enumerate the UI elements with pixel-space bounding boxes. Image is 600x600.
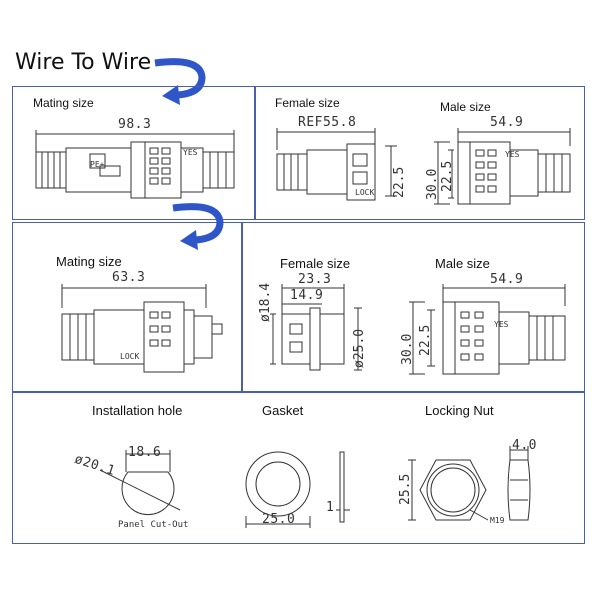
panel-accessories — [12, 392, 585, 544]
nut-thread: M19 — [490, 516, 505, 525]
dim-gasket-dia: 25.0 — [262, 512, 296, 527]
dim-mating-length: 98.3 — [118, 117, 152, 132]
label-mating-size: Mating size — [56, 254, 122, 269]
dim-male-length: 54.9 — [490, 272, 524, 287]
curved-arrow-icon — [154, 58, 206, 105]
dim-female-height: 22.5 — [392, 166, 407, 198]
mark-lock: LOCK — [355, 188, 375, 197]
connector-panel-male-drawing — [409, 284, 566, 375]
mark-polarity: PE+ — [90, 160, 105, 169]
panel-wire-mating — [12, 86, 255, 220]
locking-nut-drawing — [408, 446, 531, 521]
curved-arrow-icon — [172, 203, 224, 250]
dim-mating-length: 63.3 — [112, 270, 146, 285]
label-locking-nut: Locking Nut — [425, 403, 494, 418]
panel-panel-mating — [12, 222, 242, 392]
label-installation-hole: Installation hole — [92, 403, 183, 418]
gasket-drawing — [245, 451, 350, 528]
dim-male-length: 54.9 — [490, 115, 524, 130]
panel-panel-female-male — [242, 222, 585, 392]
label-gasket: Gasket — [262, 403, 304, 418]
dim-female-length-inner: 14.9 — [290, 288, 324, 303]
dim-male-height-outer: 30.0 — [400, 333, 415, 365]
dim-nut-height: 25.5 — [398, 473, 413, 505]
dim-male-height-inner: 22.5 — [418, 324, 433, 356]
dim-female-dia-right: ø25.0 — [352, 328, 367, 368]
connector-panel-female-drawing — [270, 284, 362, 371]
connector-mating-drawing — [35, 130, 235, 199]
mark-tag: YES — [494, 320, 509, 329]
connector-male-drawing — [434, 128, 571, 205]
dim-gasket-thickness: 1 — [326, 500, 335, 515]
panel-wire-female-male — [255, 86, 585, 220]
mark-lock: LOCK — [120, 352, 140, 361]
hole-note: Panel Cut-Out — [118, 520, 189, 530]
label-female-size: Female size — [280, 256, 351, 271]
label-mating-size: Mating size — [33, 96, 94, 110]
connector-female-drawing — [276, 128, 397, 201]
label-female-size: Female size — [275, 96, 340, 110]
label-male-size: Male size — [440, 100, 491, 114]
mark-tag: YES — [183, 148, 198, 157]
dim-male-height-outer: 30.0 — [425, 168, 440, 200]
dim-female-dia-left: ø18.4 — [258, 282, 273, 322]
dim-female-length: REF55.8 — [298, 115, 357, 130]
installation-hole-drawing — [99, 450, 181, 516]
label-male-size: Male size — [435, 256, 490, 271]
dim-hole-width: 18.6 — [128, 445, 162, 460]
connector-panel-mating-drawing — [61, 284, 223, 373]
page-title: Wire To Wire — [15, 50, 152, 75]
mark-tag: YES — [505, 150, 520, 159]
dim-nut-thickness: 4.0 — [512, 438, 537, 453]
dim-male-height-inner: 22.5 — [440, 160, 455, 192]
dim-female-length-outer: 23.3 — [298, 272, 332, 287]
